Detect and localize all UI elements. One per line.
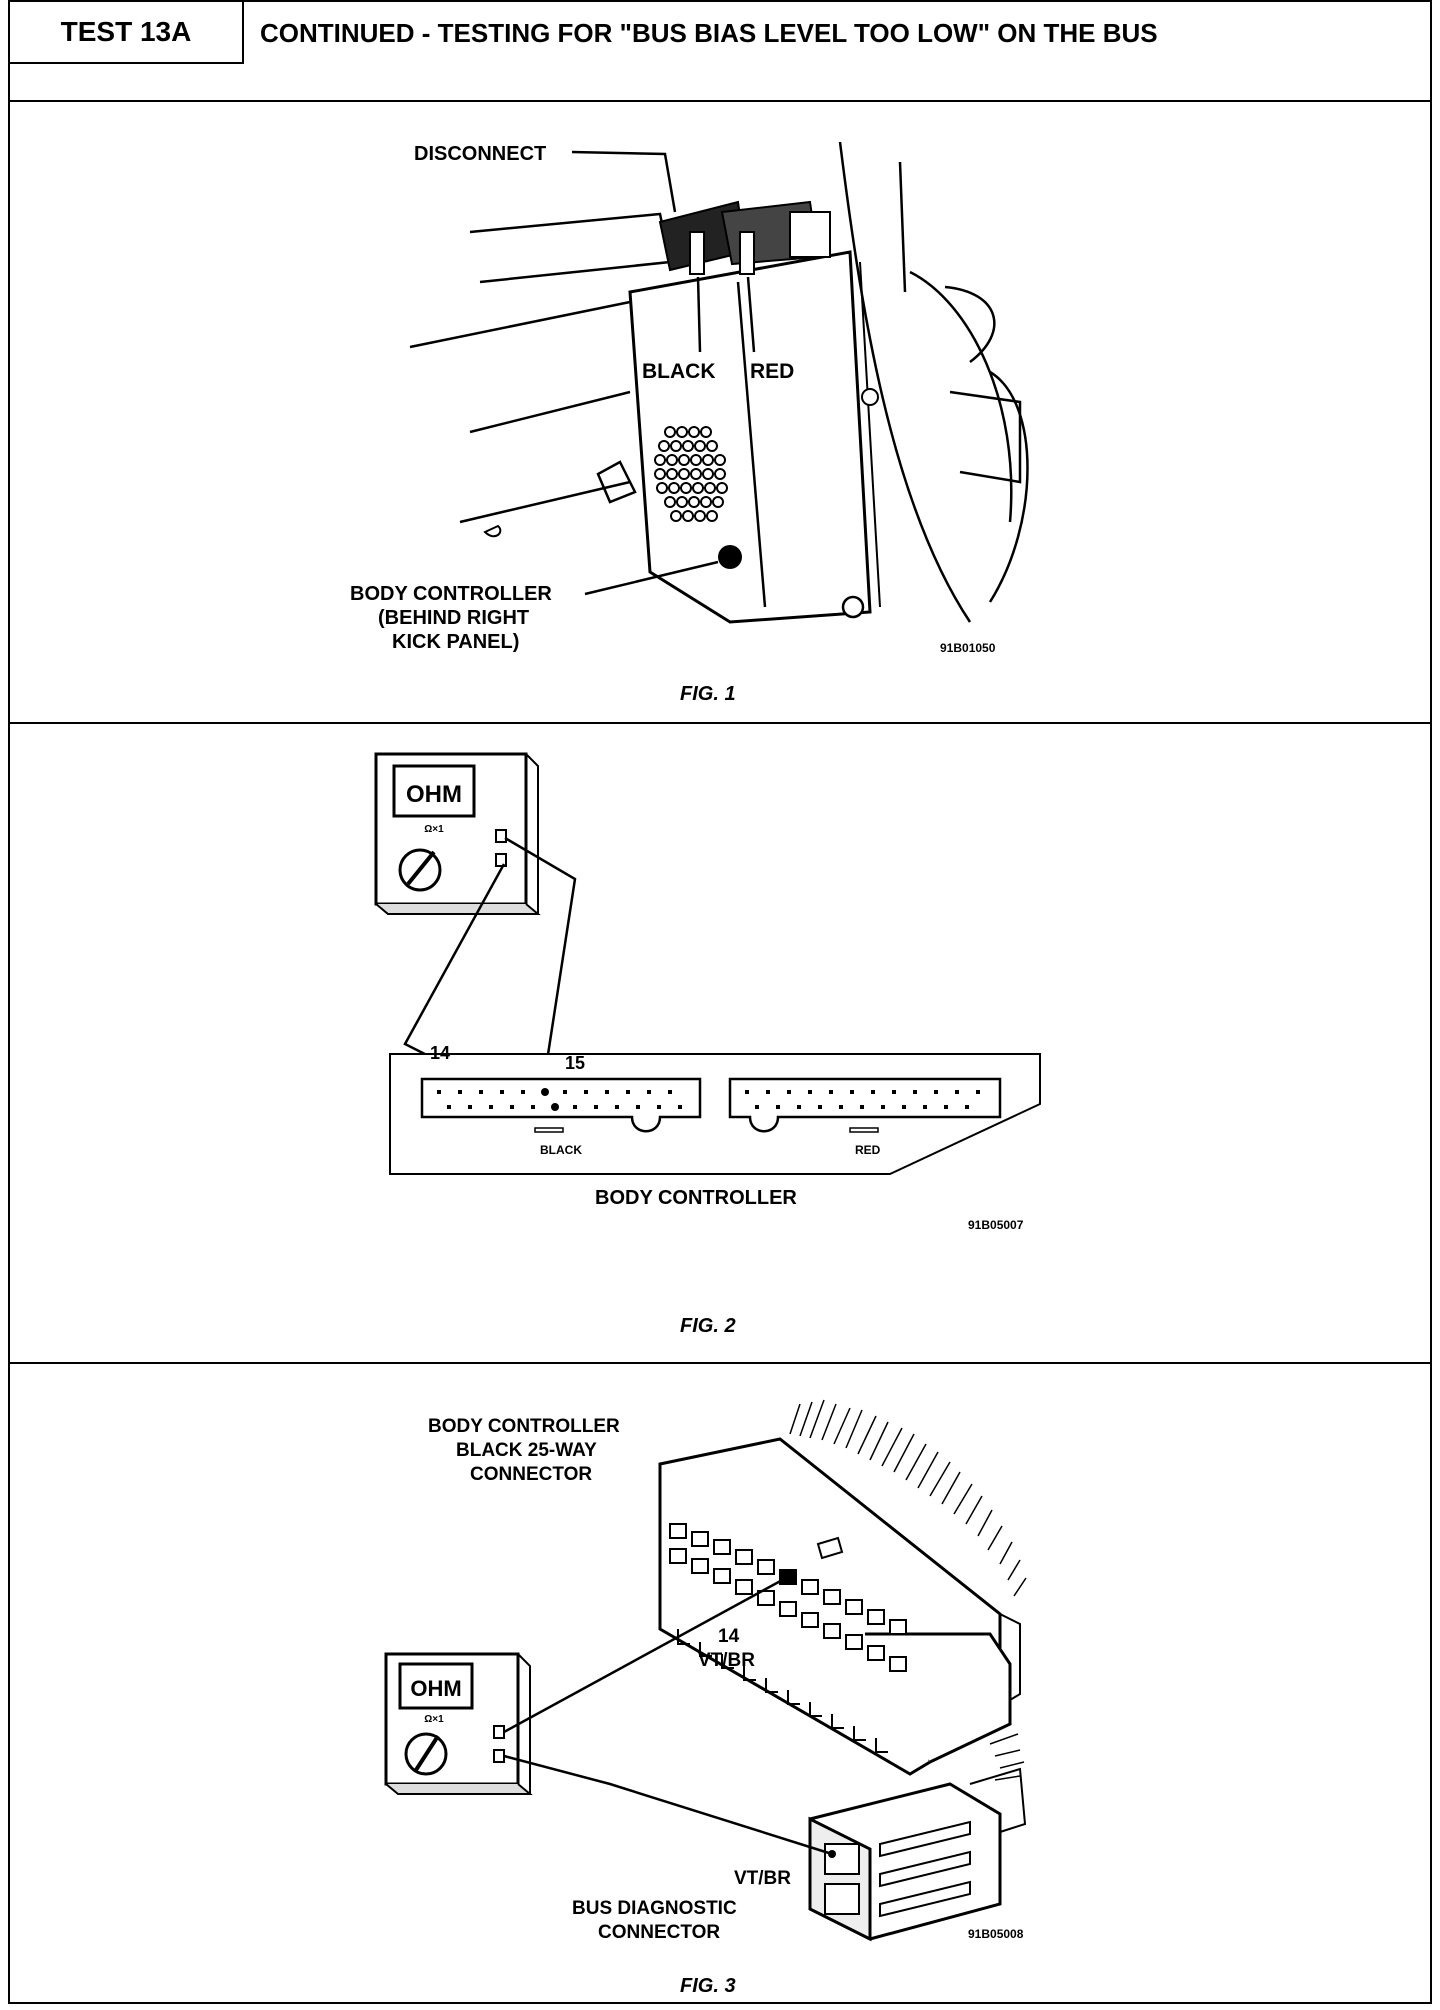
figure-1-drawing: DISCONNECT BLACK RED BODY CONTROLLER (BE…	[350, 141, 1029, 705]
test-leads	[503, 1576, 833, 1856]
service-manual-page: TEST 13A CONTINUED - TESTING FOR "BUS BI…	[8, 0, 1432, 2004]
ohmmeter-range: Ω×1	[424, 1714, 444, 1725]
black-connector	[420, 1077, 702, 1133]
diag-connector-label-1: BUS DIAGNOSTIC	[572, 1898, 737, 1919]
pin-14-cavity	[779, 1569, 797, 1585]
ohmmeter-jack-1	[495, 829, 507, 843]
pin-14-label: 14	[718, 1626, 740, 1647]
body-controller-label: BODY CONTROLLER	[595, 1187, 797, 1209]
vent-holes	[654, 426, 728, 522]
black-label: BLACK	[642, 360, 716, 383]
red-label: RED	[750, 360, 794, 383]
connector-label-1: BODY CONTROLLER	[428, 1416, 620, 1437]
figure-2-caption: FIG. 2	[680, 1315, 736, 1337]
disconnect-label: DISCONNECT	[414, 143, 546, 165]
connector-label-3: CONNECTOR	[470, 1464, 592, 1485]
figure-1-panel: DISCONNECT BLACK RED BODY CONTROLLER (BE…	[10, 102, 1430, 724]
figure-3-code: 91B05008	[968, 1927, 1024, 1941]
ohmmeter-jack-2	[493, 1749, 505, 1763]
black-25-way-connector	[658, 1437, 1021, 1776]
pin-15-dot	[541, 1088, 549, 1096]
figure-2-panel: OHM Ω×1	[10, 724, 1430, 1364]
figure-3-panel: OHM Ω×1 BODY CONTROLLER BLACK 25-WAY CON…	[10, 1364, 1430, 2002]
ohmmeter-jack-1	[493, 1725, 505, 1739]
red-connector	[728, 1077, 1002, 1133]
ohmmeter-display: OHM	[410, 1676, 461, 1701]
test-id: TEST 13A	[10, 2, 244, 64]
figure-3-drawing: OHM Ω×1 BODY CONTROLLER BLACK 25-WAY CON…	[384, 1399, 1027, 1997]
wire-color-label-2: VT/BR	[734, 1868, 791, 1889]
figure-1-code: 91B01050	[940, 641, 996, 655]
ohmmeter-range: Ω×1	[424, 824, 444, 835]
ohmmeter: OHM Ω×1	[384, 1652, 533, 1795]
black-connector-label: BLACK	[540, 1143, 582, 1157]
connector-label-2: BLACK 25-WAY	[456, 1440, 597, 1461]
ohmmeter-display: OHM	[406, 781, 462, 808]
bus-diagnostic-connector	[808, 1767, 1027, 1942]
diag-connector-label-2: CONNECTOR	[598, 1922, 720, 1943]
page-header: TEST 13A CONTINUED - TESTING FOR "BUS BI…	[10, 2, 1430, 102]
figure-3-caption: FIG. 3	[680, 1975, 736, 1997]
figure-2-drawing: OHM Ω×1	[374, 752, 1041, 1337]
red-connector-label: RED	[855, 1143, 881, 1157]
wire-color-label-1: VT/BR	[698, 1650, 755, 1671]
figure-1-caption: FIG. 1	[680, 683, 736, 705]
wire-bundle	[789, 1399, 1027, 1781]
figure-2-code: 91B05007	[968, 1218, 1024, 1232]
pin-15-label: 15	[565, 1053, 585, 1073]
body-controller-label-3: KICK PANEL)	[392, 631, 519, 653]
body-controller-module	[628, 200, 881, 624]
ohmmeter-jack-2	[495, 853, 507, 867]
pin-14-dot	[551, 1103, 559, 1111]
ohmmeter: OHM Ω×1	[374, 752, 541, 915]
page-title: CONTINUED - TESTING FOR "BUS BIAS LEVEL …	[260, 17, 1158, 48]
body-controller-label-1: BODY CONTROLLER	[350, 583, 552, 605]
body-controller-label-2: (BEHIND RIGHT	[378, 607, 529, 629]
pin-14-label: 14	[430, 1043, 450, 1063]
